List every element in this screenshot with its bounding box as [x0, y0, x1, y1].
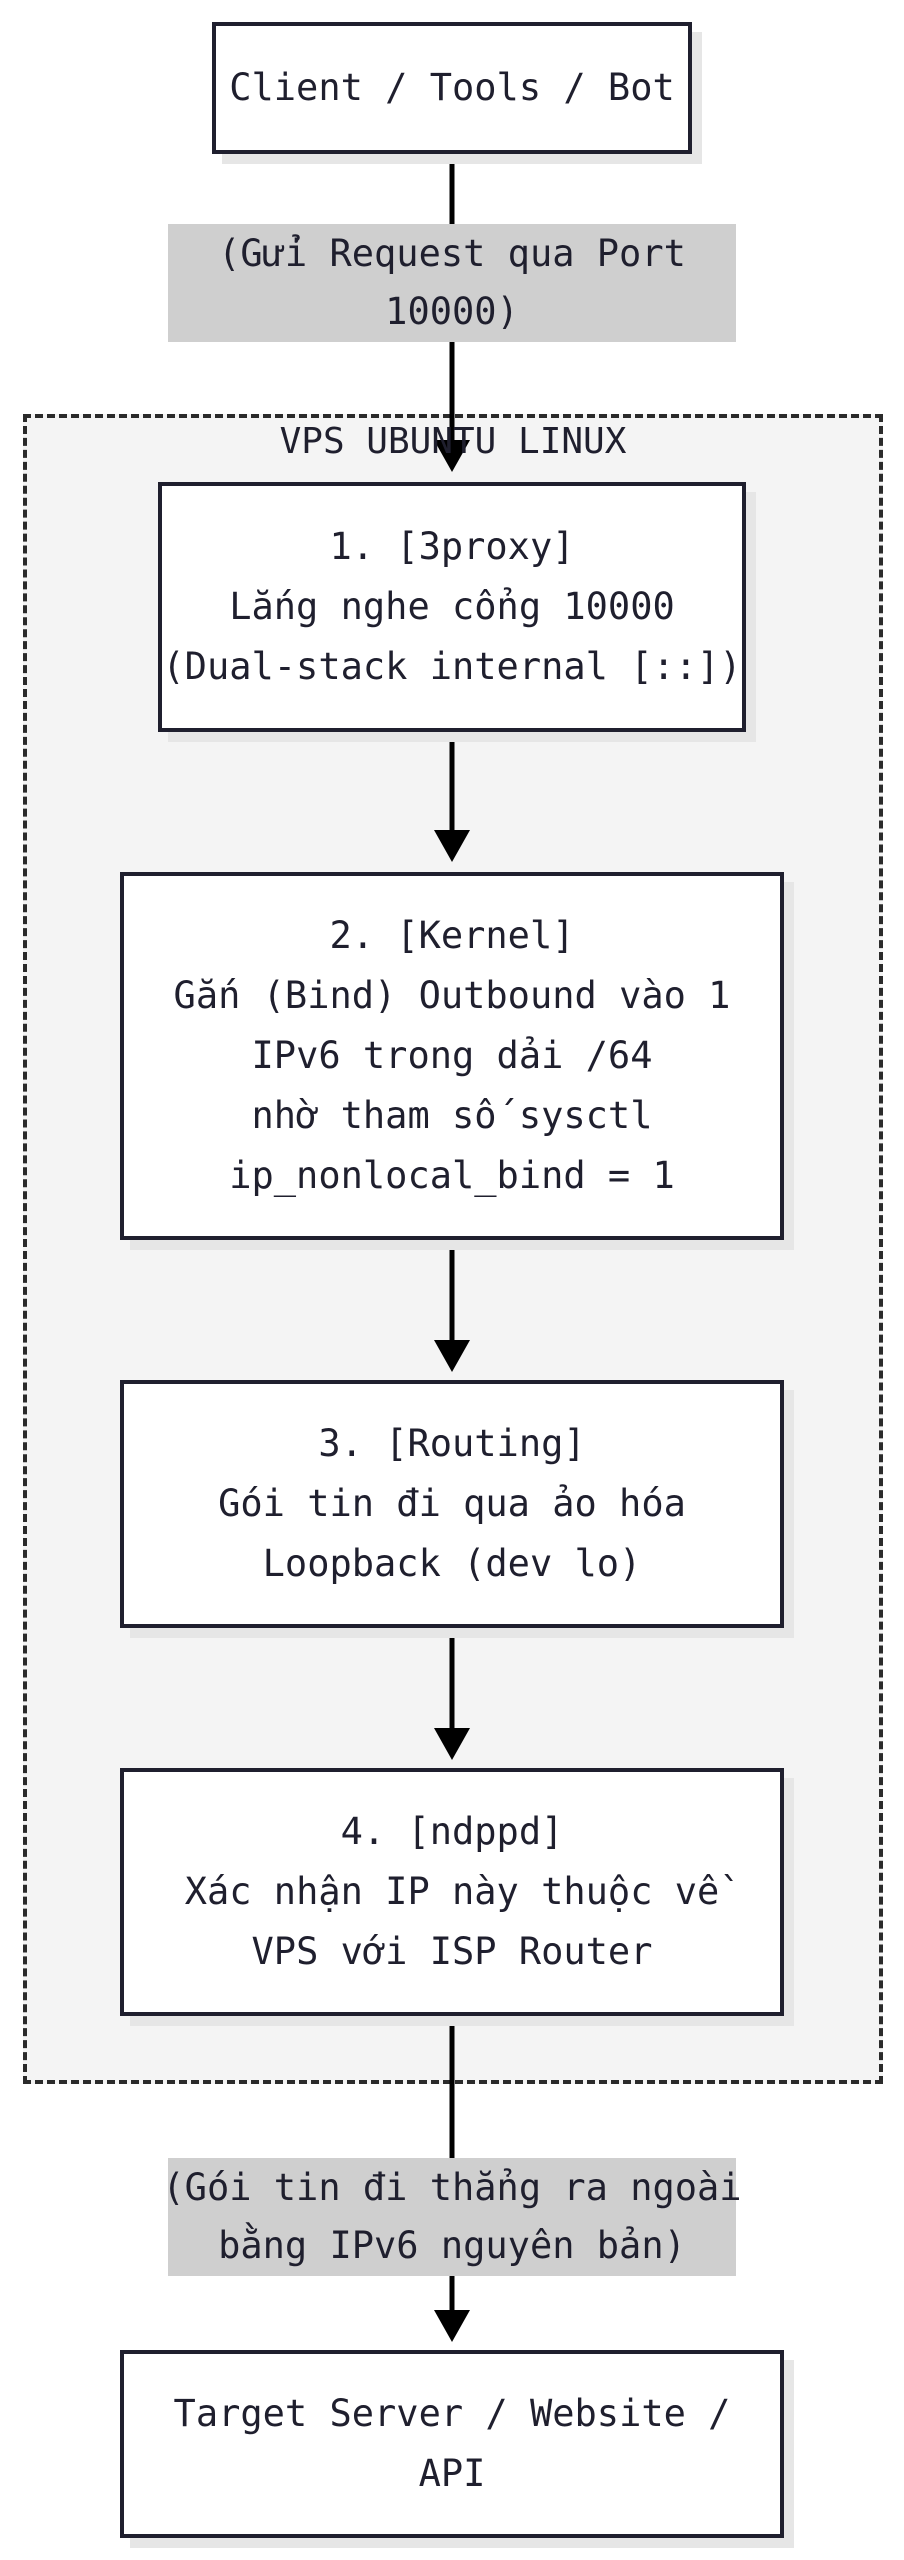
node-ndppd: 4. [ndppd] Xác nhận IP này thuộc về VPS … [120, 1768, 784, 2016]
node-kernel-line-4: nhờ tham số sysctl [251, 1094, 653, 1137]
arrowhead-proxy-to-kernel [434, 830, 470, 862]
arrowhead-ndppd-to-target [434, 2310, 470, 2342]
edge-label-outbound-line-1: (Gói tin đi thẳng ra ngoài [162, 2166, 742, 2209]
node-ndppd-line-3: VPS với ISP Router [251, 1930, 653, 1973]
edge-label-outbound: (Gói tin đi thẳng ra ngoài bằng IPv6 ngu… [162, 2158, 742, 2276]
node-kernel-line-3: IPv6 trong dải /64 [251, 1034, 653, 1077]
node-3proxy-line-2: Lắng nghe cổng 10000 [229, 585, 675, 628]
node-target: Target Server / Website / API [120, 2350, 784, 2538]
edge-label-request: (Gửi Request qua Port 10000) [168, 224, 736, 342]
node-kernel-line-1: 2. [Kernel] [329, 914, 575, 957]
edge-label-request-line-1: (Gửi Request qua Port [218, 232, 686, 275]
node-ndppd-line-1: 4. [ndppd] [340, 1810, 564, 1853]
arrowhead-kernel-to-routing [434, 1340, 470, 1372]
node-target-line-1: Target Server / Website / [173, 2392, 731, 2435]
node-routing: 3. [Routing] Gói tin đi qua ảo hóa Loopb… [120, 1380, 784, 1628]
node-kernel-line-2: Gắn (Bind) Outbound vào 1 [173, 974, 731, 1017]
cluster-title: VPS UBUNTU LINUX [279, 421, 627, 462]
node-target-line-2: API [418, 2452, 486, 2495]
edge-label-request-line-2: 10000) [385, 290, 519, 333]
node-3proxy-line-1: 1. [3proxy] [329, 525, 575, 568]
node-routing-line-2: Gói tin đi qua ảo hóa [218, 1482, 686, 1525]
node-ndppd-line-2: Xác nhận IP này thuộc về [184, 1870, 720, 1913]
edge-label-outbound-line-2: bằng IPv6 nguyên bản) [218, 2224, 686, 2267]
node-routing-line-3: Loopback (dev lo) [262, 1542, 642, 1585]
node-client: Client / Tools / Bot [212, 22, 692, 154]
node-kernel: 2. [Kernel] Gắn (Bind) Outbound vào 1 IP… [120, 872, 784, 1240]
arrowhead-routing-to-ndppd [434, 1728, 470, 1760]
node-3proxy: 1. [3proxy] Lắng nghe cổng 10000 (Dual-s… [158, 482, 746, 732]
arrowhead-client-to-proxy [434, 440, 470, 472]
node-routing-line-1: 3. [Routing] [318, 1422, 586, 1465]
node-client-line-1: Client / Tools / Bot [229, 66, 675, 109]
node-3proxy-line-3: (Dual-stack internal [::]) [162, 645, 742, 688]
node-kernel-line-5: ip_nonlocal_bind = 1 [229, 1154, 675, 1197]
